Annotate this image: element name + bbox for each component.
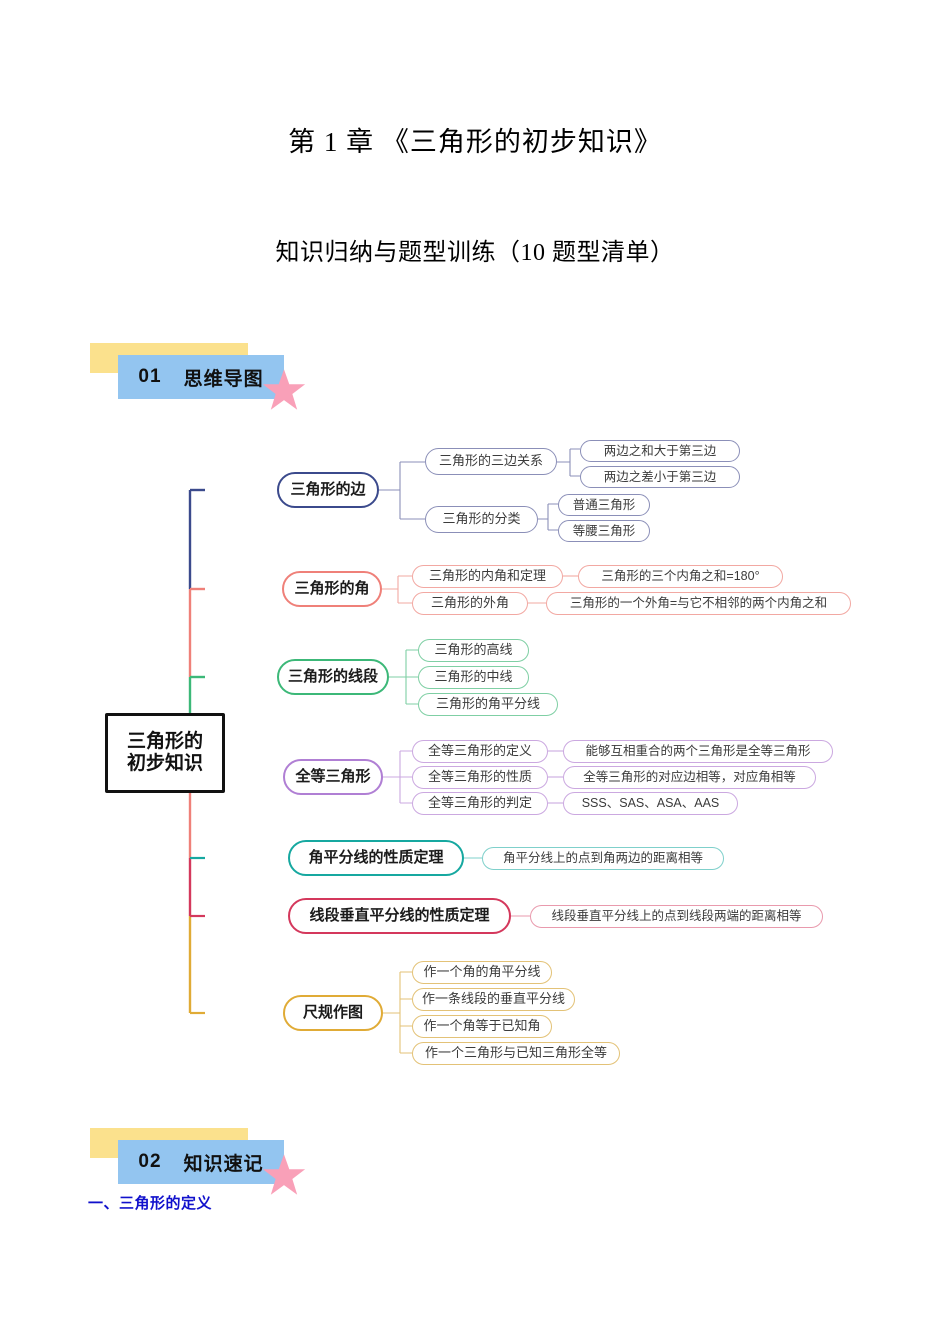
mindmap-child-三角形的中线[interactable]: 三角形的中线 (418, 666, 529, 689)
mindmap-child-全等三角形的定义[interactable]: 全等三角形的定义 (412, 740, 548, 763)
child-label: 作一个三角形与已知三角形全等 (424, 1045, 607, 1061)
child-label: 全等三角形的性质 (427, 769, 532, 785)
mindmap-leaf-等腰三角形[interactable]: 等腰三角形 (558, 520, 650, 542)
child-label: 三角形的内角和定理 (428, 568, 546, 584)
branch-label: 三角形的角 (294, 580, 370, 598)
mindmap-leaf-全等性质[interactable]: 全等三角形的对应边相等，对应角相等 (563, 766, 816, 789)
child-label: 三角形的高线 (434, 642, 513, 658)
mindmap-child-作一个角的角平分线[interactable]: 作一个角的角平分线 (412, 961, 552, 984)
mindmap-root-node[interactable]: 三角形的 初步知识 (105, 713, 225, 793)
page-title: 第 1 章 《三角形的初步知识》 (288, 127, 662, 157)
child-label: 作一条线段的垂直平分线 (421, 991, 565, 1007)
leaf-label: 线段垂直平分线上的点到线段两端的距离相等 (551, 909, 802, 924)
leaf-label: 三角形的一个外角=与它不相邻的两个内角之和 (569, 596, 828, 611)
mindmap-child-全等三角形的性质[interactable]: 全等三角形的性质 (412, 766, 548, 789)
child-label: 作一个角等于已知角 (423, 1018, 541, 1034)
child-label: 全等三角形的定义 (427, 743, 532, 759)
child-label: 三角形的分类 (442, 511, 521, 527)
mindmap-leaf-垂直平分线性质[interactable]: 线段垂直平分线上的点到线段两端的距离相等 (530, 905, 823, 928)
mindmap-connectors (160, 448, 580, 1054)
child-label: 三角形的中线 (434, 669, 513, 685)
mindmap-branch-尺规作图[interactable]: 尺规作图 (283, 995, 383, 1031)
mindmap-child-三角形的外角[interactable]: 三角形的外角 (412, 592, 528, 615)
mindmap-child-三角形的内角和定理[interactable]: 三角形的内角和定理 (412, 565, 563, 588)
section-01-title: 思维导图 (183, 368, 264, 390)
star-icon (262, 369, 306, 410)
leaf-label: 两边之差小于第三边 (603, 469, 717, 484)
mindmap-leaf-角平分线性质[interactable]: 角平分线上的点到角两边的距离相等 (482, 847, 724, 870)
mindmap-leaf-两边之差小于第三边[interactable]: 两边之差小于第三边 (580, 466, 740, 488)
section-01-blue-block (118, 355, 284, 399)
leaf-label: 能够互相重合的两个三角形是全等三角形 (585, 744, 811, 759)
mindmap-branch-三角形的线段[interactable]: 三角形的线段 (277, 659, 389, 695)
mindmap-child-作一个三角形与已知三角形全等[interactable]: 作一个三角形与已知三角形全等 (412, 1042, 620, 1065)
branch-label: 三角形的边 (290, 481, 366, 499)
leaf-label: 两边之和大于第三边 (603, 443, 717, 458)
child-label: 三角形的三边关系 (438, 453, 543, 469)
body-heading-1: 一、三角形的定义 (88, 1195, 213, 1212)
mindmap-leaf-两边之和大于第三边[interactable]: 两边之和大于第三边 (580, 440, 740, 462)
mindmap: 三角形的 初步知识 三角形的边 三角形的三边关系 两边之和大于第三边 两边之差小… (105, 440, 851, 1065)
branch-label: 三角形的线段 (287, 668, 378, 686)
branch-label: 线段垂直平分线的性质定理 (309, 907, 490, 925)
mindmap-child-三角形的分类[interactable]: 三角形的分类 (425, 506, 538, 533)
section-header-02: 02 知识速记 (90, 1128, 350, 1198)
child-label: 全等三角形的判定 (427, 795, 532, 811)
mindmap-child-作一条线段的垂直平分线[interactable]: 作一条线段的垂直平分线 (412, 988, 575, 1011)
root-line-2: 初步知识 (126, 753, 203, 774)
leaf-label: 全等三角形的对应边相等，对应角相等 (583, 770, 796, 785)
mindmap-branch-三角形的边[interactable]: 三角形的边 (277, 472, 379, 508)
branch-label: 全等三角形 (295, 768, 371, 786)
section-01-label: 01 思维导图 (118, 355, 284, 399)
child-label: 作一个角的角平分线 (423, 964, 541, 980)
mindmap-child-作一个角等于已知角[interactable]: 作一个角等于已知角 (412, 1015, 552, 1038)
star-icon (262, 1154, 306, 1195)
mindmap-leaf-全等定义[interactable]: 能够互相重合的两个三角形是全等三角形 (563, 740, 833, 763)
section-02-label: 02 知识速记 (118, 1140, 284, 1184)
mindmap-branch-全等三角形[interactable]: 全等三角形 (283, 759, 383, 795)
mindmap-leaf-普通三角形[interactable]: 普通三角形 (558, 494, 650, 516)
leaf-label: 角平分线上的点到角两边的距离相等 (502, 851, 703, 866)
branch-label: 角平分线的性质定理 (308, 849, 444, 867)
mindmap-branch-三角形的角[interactable]: 三角形的角 (282, 571, 382, 607)
leaf-label: 普通三角形 (572, 497, 636, 512)
section-header-01: 01 思维导图 (90, 343, 350, 413)
leaf-label: SSS、SAS、ASA、AAS (581, 796, 720, 811)
mindmap-leaf-内角和180[interactable]: 三角形的三个内角之和=180° (578, 565, 783, 588)
page-subtitle: 知识归纳与题型训练（10 题型清单） (275, 240, 675, 266)
child-label: 三角形的角平分线 (435, 696, 540, 712)
section-02-title: 知识速记 (183, 1153, 264, 1175)
mindmap-child-三角形的高线[interactable]: 三角形的高线 (418, 639, 529, 662)
mindmap-branch-线段垂直平分线的性质定理[interactable]: 线段垂直平分线的性质定理 (288, 898, 511, 934)
mindmap-child-三角形的三边关系[interactable]: 三角形的三边关系 (425, 448, 557, 475)
mindmap-branch-角平分线的性质定理[interactable]: 角平分线的性质定理 (288, 840, 464, 876)
leaf-label: 三角形的三个内角之和=180° (601, 569, 760, 584)
mindmap-leaf-外角定理[interactable]: 三角形的一个外角=与它不相邻的两个内角之和 (546, 592, 851, 615)
branch-label: 尺规作图 (302, 1004, 363, 1022)
mindmap-leaf-全等判定[interactable]: SSS、SAS、ASA、AAS (563, 792, 738, 815)
mindmap-child-三角形的角平分线[interactable]: 三角形的角平分线 (418, 693, 558, 716)
section-02-number: 02 (138, 1151, 162, 1172)
root-line-1: 三角形的 (126, 731, 203, 753)
section-01-number: 01 (138, 366, 162, 387)
child-label: 三角形的外角 (430, 595, 509, 611)
leaf-label: 等腰三角形 (572, 523, 636, 538)
section-02-blue-block (118, 1140, 284, 1184)
mindmap-child-全等三角形的判定[interactable]: 全等三角形的判定 (412, 792, 548, 815)
